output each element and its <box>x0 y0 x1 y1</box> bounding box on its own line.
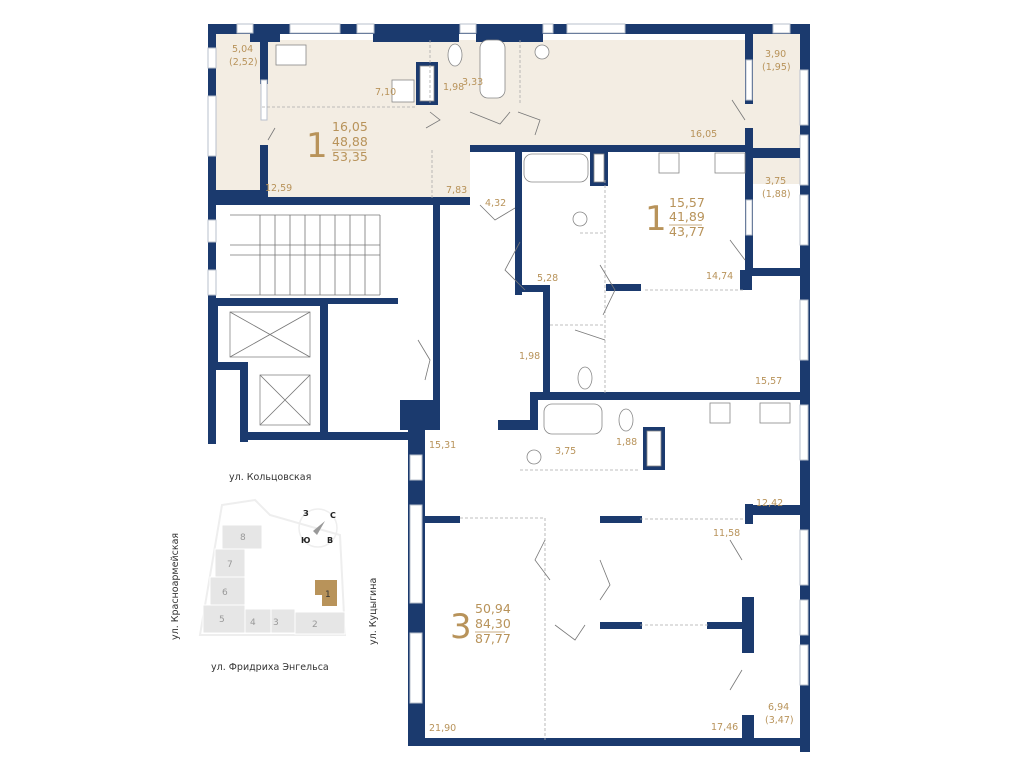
svg-text:6,94: 6,94 <box>768 702 789 713</box>
stove <box>391 79 415 103</box>
building-2 <box>294 611 346 635</box>
apartment-2-labels: 1 15,57 41,89 43,77 4,32 5,28 14,74 1,98… <box>485 176 791 387</box>
living-area: 16,05 <box>332 119 368 134</box>
svg-text:15,57: 15,57 <box>669 195 705 210</box>
building-8 <box>221 524 263 550</box>
svg-text:1,98: 1,98 <box>443 82 464 93</box>
building-1-selected <box>315 580 337 606</box>
svg-text:3,90: 3,90 <box>765 49 786 60</box>
svg-text:1,98: 1,98 <box>519 351 540 362</box>
svg-text:14,74: 14,74 <box>706 271 733 282</box>
svg-text:50,94: 50,94 <box>475 601 511 616</box>
svg-text:11,58: 11,58 <box>713 528 740 539</box>
stove <box>709 402 731 424</box>
staircase <box>230 214 381 296</box>
svg-text:3,33: 3,33 <box>462 77 483 88</box>
svg-text:87,77: 87,77 <box>475 631 511 646</box>
sink <box>275 44 307 66</box>
svg-text:12,42: 12,42 <box>756 498 783 509</box>
svg-text:5,28: 5,28 <box>537 273 558 284</box>
room-count: 1 <box>306 126 328 166</box>
svg-text:3: 3 <box>273 618 279 628</box>
svg-text:(1,95): (1,95) <box>762 62 791 73</box>
bathtub <box>543 403 603 435</box>
compass-icon: С В Ю З <box>298 508 338 548</box>
svg-text:41,89: 41,89 <box>669 209 705 224</box>
street-left: ул. Красноармейская <box>170 533 181 640</box>
svg-text:(2,52): (2,52) <box>229 57 258 68</box>
street-top: ул. Кольцовская <box>229 472 311 483</box>
svg-text:Ю: Ю <box>301 536 310 545</box>
svg-text:(1,88): (1,88) <box>762 189 791 200</box>
bathtub <box>479 39 506 99</box>
walls <box>207 23 810 752</box>
svg-text:2: 2 <box>312 620 318 630</box>
svg-text:43,77: 43,77 <box>669 224 705 239</box>
apartment-3-labels: 3 50,94 84,30 87,77 15,31 3,75 1,88 12,4… <box>429 437 794 734</box>
svg-text:5: 5 <box>219 615 225 625</box>
total-area: 48,88 <box>332 134 368 149</box>
svg-text:15,31: 15,31 <box>429 440 456 451</box>
svg-text:1,88: 1,88 <box>616 437 637 448</box>
stove <box>658 152 680 174</box>
svg-text:(3,47): (3,47) <box>765 715 794 726</box>
fixtures <box>262 39 791 740</box>
svg-text:21,90: 21,90 <box>429 723 456 734</box>
svg-text:6: 6 <box>222 588 228 598</box>
watermark: Домклик <box>68 713 182 738</box>
svg-text:7,83: 7,83 <box>446 185 467 196</box>
svg-text:З: З <box>303 509 309 518</box>
svg-text:С: С <box>330 511 336 520</box>
svg-text:4: 4 <box>250 618 256 628</box>
svg-text:1: 1 <box>325 590 331 600</box>
total-with-balcony: 53,35 <box>332 149 368 164</box>
svg-text:16,05: 16,05 <box>690 129 717 140</box>
svg-text:7,10: 7,10 <box>375 87 396 98</box>
building-5 <box>202 604 246 634</box>
svg-text:4,32: 4,32 <box>485 198 506 209</box>
svg-text:В: В <box>327 536 333 545</box>
building-4 <box>244 608 272 634</box>
svg-text:84,30: 84,30 <box>475 616 511 631</box>
svg-text:15,57: 15,57 <box>755 376 782 387</box>
apartment-1-labels: 1 16,05 48,88 53,35 5,04 (2,52) 7,10 1,9… <box>229 44 791 196</box>
svg-text:7: 7 <box>227 560 233 570</box>
street-bottom: ул. Фридриха Энгельса <box>211 662 329 673</box>
svg-text:12,59: 12,59 <box>265 183 292 194</box>
svg-text:17,46: 17,46 <box>711 722 738 733</box>
svg-text:5,04: 5,04 <box>232 44 253 55</box>
site-map: ул. Кольцовская ул. Красноармейская ул. … <box>170 472 379 673</box>
svg-text:3: 3 <box>450 607 472 647</box>
svg-text:8: 8 <box>240 533 246 543</box>
svg-text:1: 1 <box>645 199 667 239</box>
street-right: ул. Куцыгина <box>368 578 379 645</box>
building-7 <box>214 548 246 578</box>
apartment-1-highlight[interactable] <box>216 34 800 200</box>
svg-text:3,75: 3,75 <box>555 446 576 457</box>
bathtub <box>523 153 589 183</box>
svg-text:3,75: 3,75 <box>765 176 786 187</box>
